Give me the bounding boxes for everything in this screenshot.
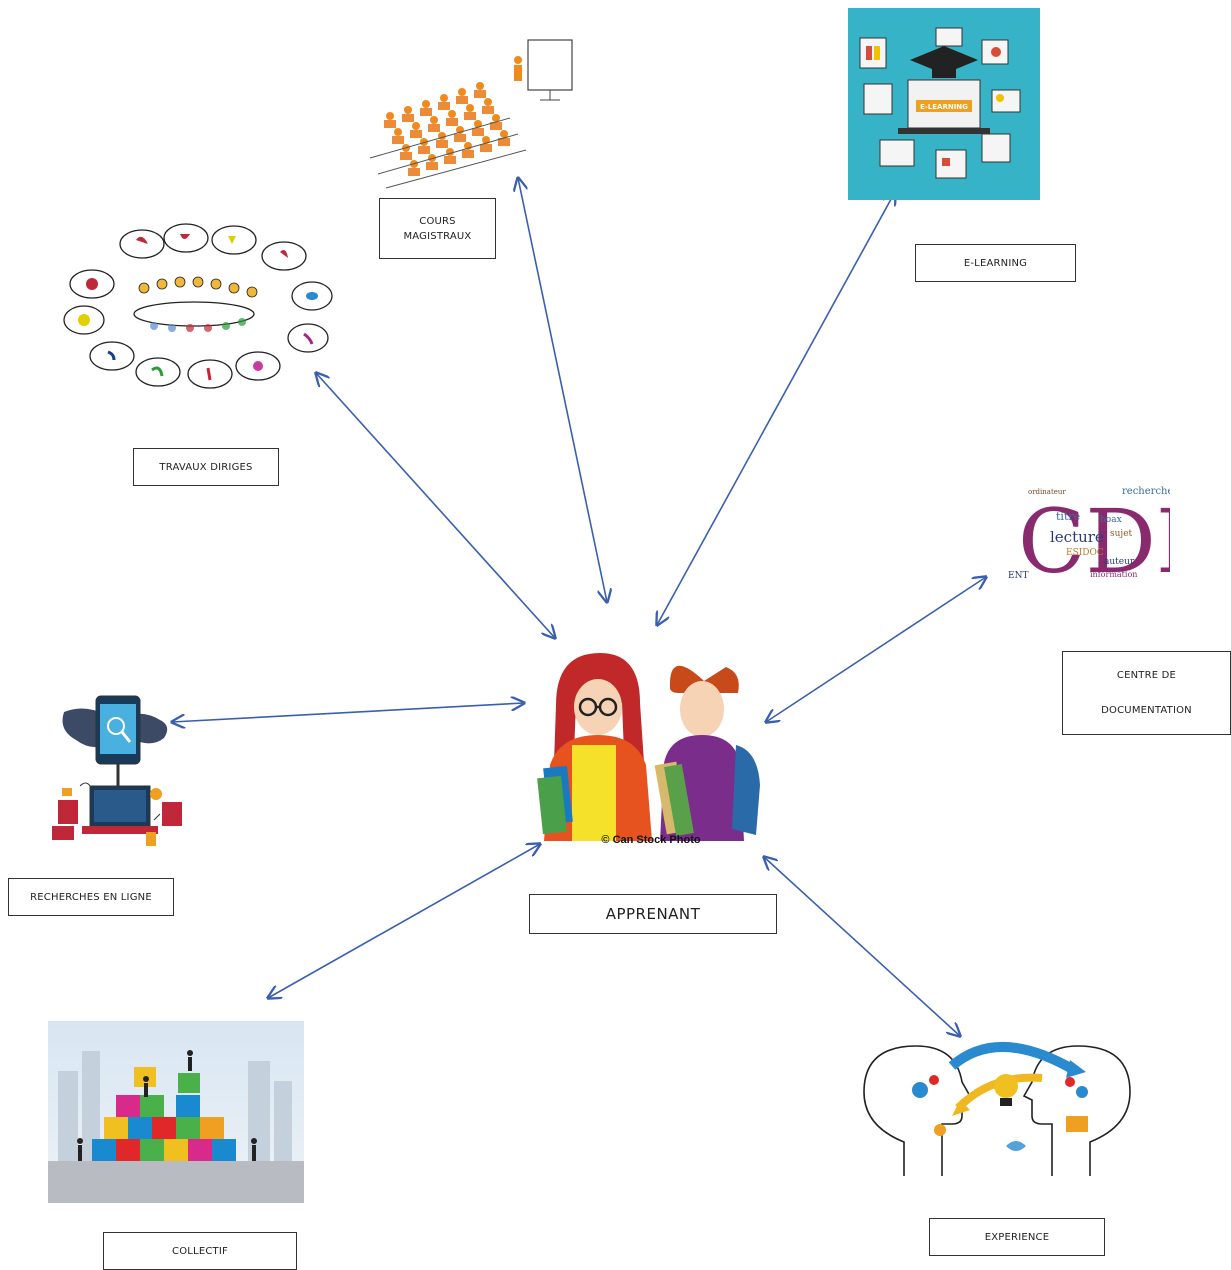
elearning-illustration: E-LEARNING <box>848 8 1040 200</box>
online-research-illustration <box>52 695 182 846</box>
arrow-experience <box>764 857 960 1036</box>
label-apprenant: APPRENANT <box>529 894 777 934</box>
cdi-word-titre: titre <box>1056 510 1080 523</box>
label-travaux-diriges: TRAVAUX DIRIGES <box>133 448 279 486</box>
cdi-word-cloud-illustration: CDI lecture titre recherche ordinateur h… <box>1004 480 1170 582</box>
arrow-collectif <box>268 844 540 998</box>
cdi-word-information: information <box>1090 570 1137 579</box>
arrow-elearning <box>657 192 895 625</box>
label-collectif: COLLECTIF <box>103 1232 297 1270</box>
cdi-word-esidoc: ESIDOC <box>1066 548 1104 558</box>
collective-puzzle-illustration <box>48 1021 304 1203</box>
arrow-travaux <box>316 373 555 638</box>
label-cours-line-1: COURS <box>419 215 456 227</box>
arrow-recherches <box>172 703 524 722</box>
stock-photo-caption: © Can Stock Photo <box>601 834 700 845</box>
cdi-word-ent: ENT <box>1008 571 1028 581</box>
arrow-cdi <box>766 577 986 722</box>
cdi-word-auteur: auteur <box>1104 557 1135 567</box>
label-cdi-line-2: DOCUMENTATION <box>1101 705 1192 716</box>
label-elearning: E-LEARNING <box>915 244 1076 282</box>
label-centre-documentation: CENTRE DE DOCUMENTATION <box>1062 651 1231 735</box>
label-recherches-en-ligne: RECHERCHES EN LIGNE <box>8 878 174 916</box>
label-cours-line-2: MAGISTRAUX <box>403 230 472 242</box>
experience-heads-illustration <box>863 1042 1131 1176</box>
cdi-big-letters: CDI <box>1018 490 1170 582</box>
label-cdi-line-1: CENTRE DE <box>1116 670 1177 681</box>
group-discussion-illustration <box>63 223 333 389</box>
arrow-cours <box>518 178 607 602</box>
lecture-hall-illustration <box>369 39 573 189</box>
label-cours-magistraux: COURS MAGISTRAUX <box>379 198 496 259</box>
cdi-word-hoax: hoax <box>1100 515 1122 525</box>
cdi-word-lecture: lecture <box>1050 528 1104 546</box>
label-experience: EXPERIENCE <box>929 1218 1105 1256</box>
students-illustration: © Can Stock Photo <box>537 653 760 845</box>
cdi-word-sujet: sujet <box>1110 529 1133 539</box>
cdi-word-ordinateur: ordinateur <box>1028 488 1066 496</box>
elearning-image-text: E-LEARNING <box>920 103 968 111</box>
cdi-word-recherche: recherche <box>1122 486 1170 497</box>
